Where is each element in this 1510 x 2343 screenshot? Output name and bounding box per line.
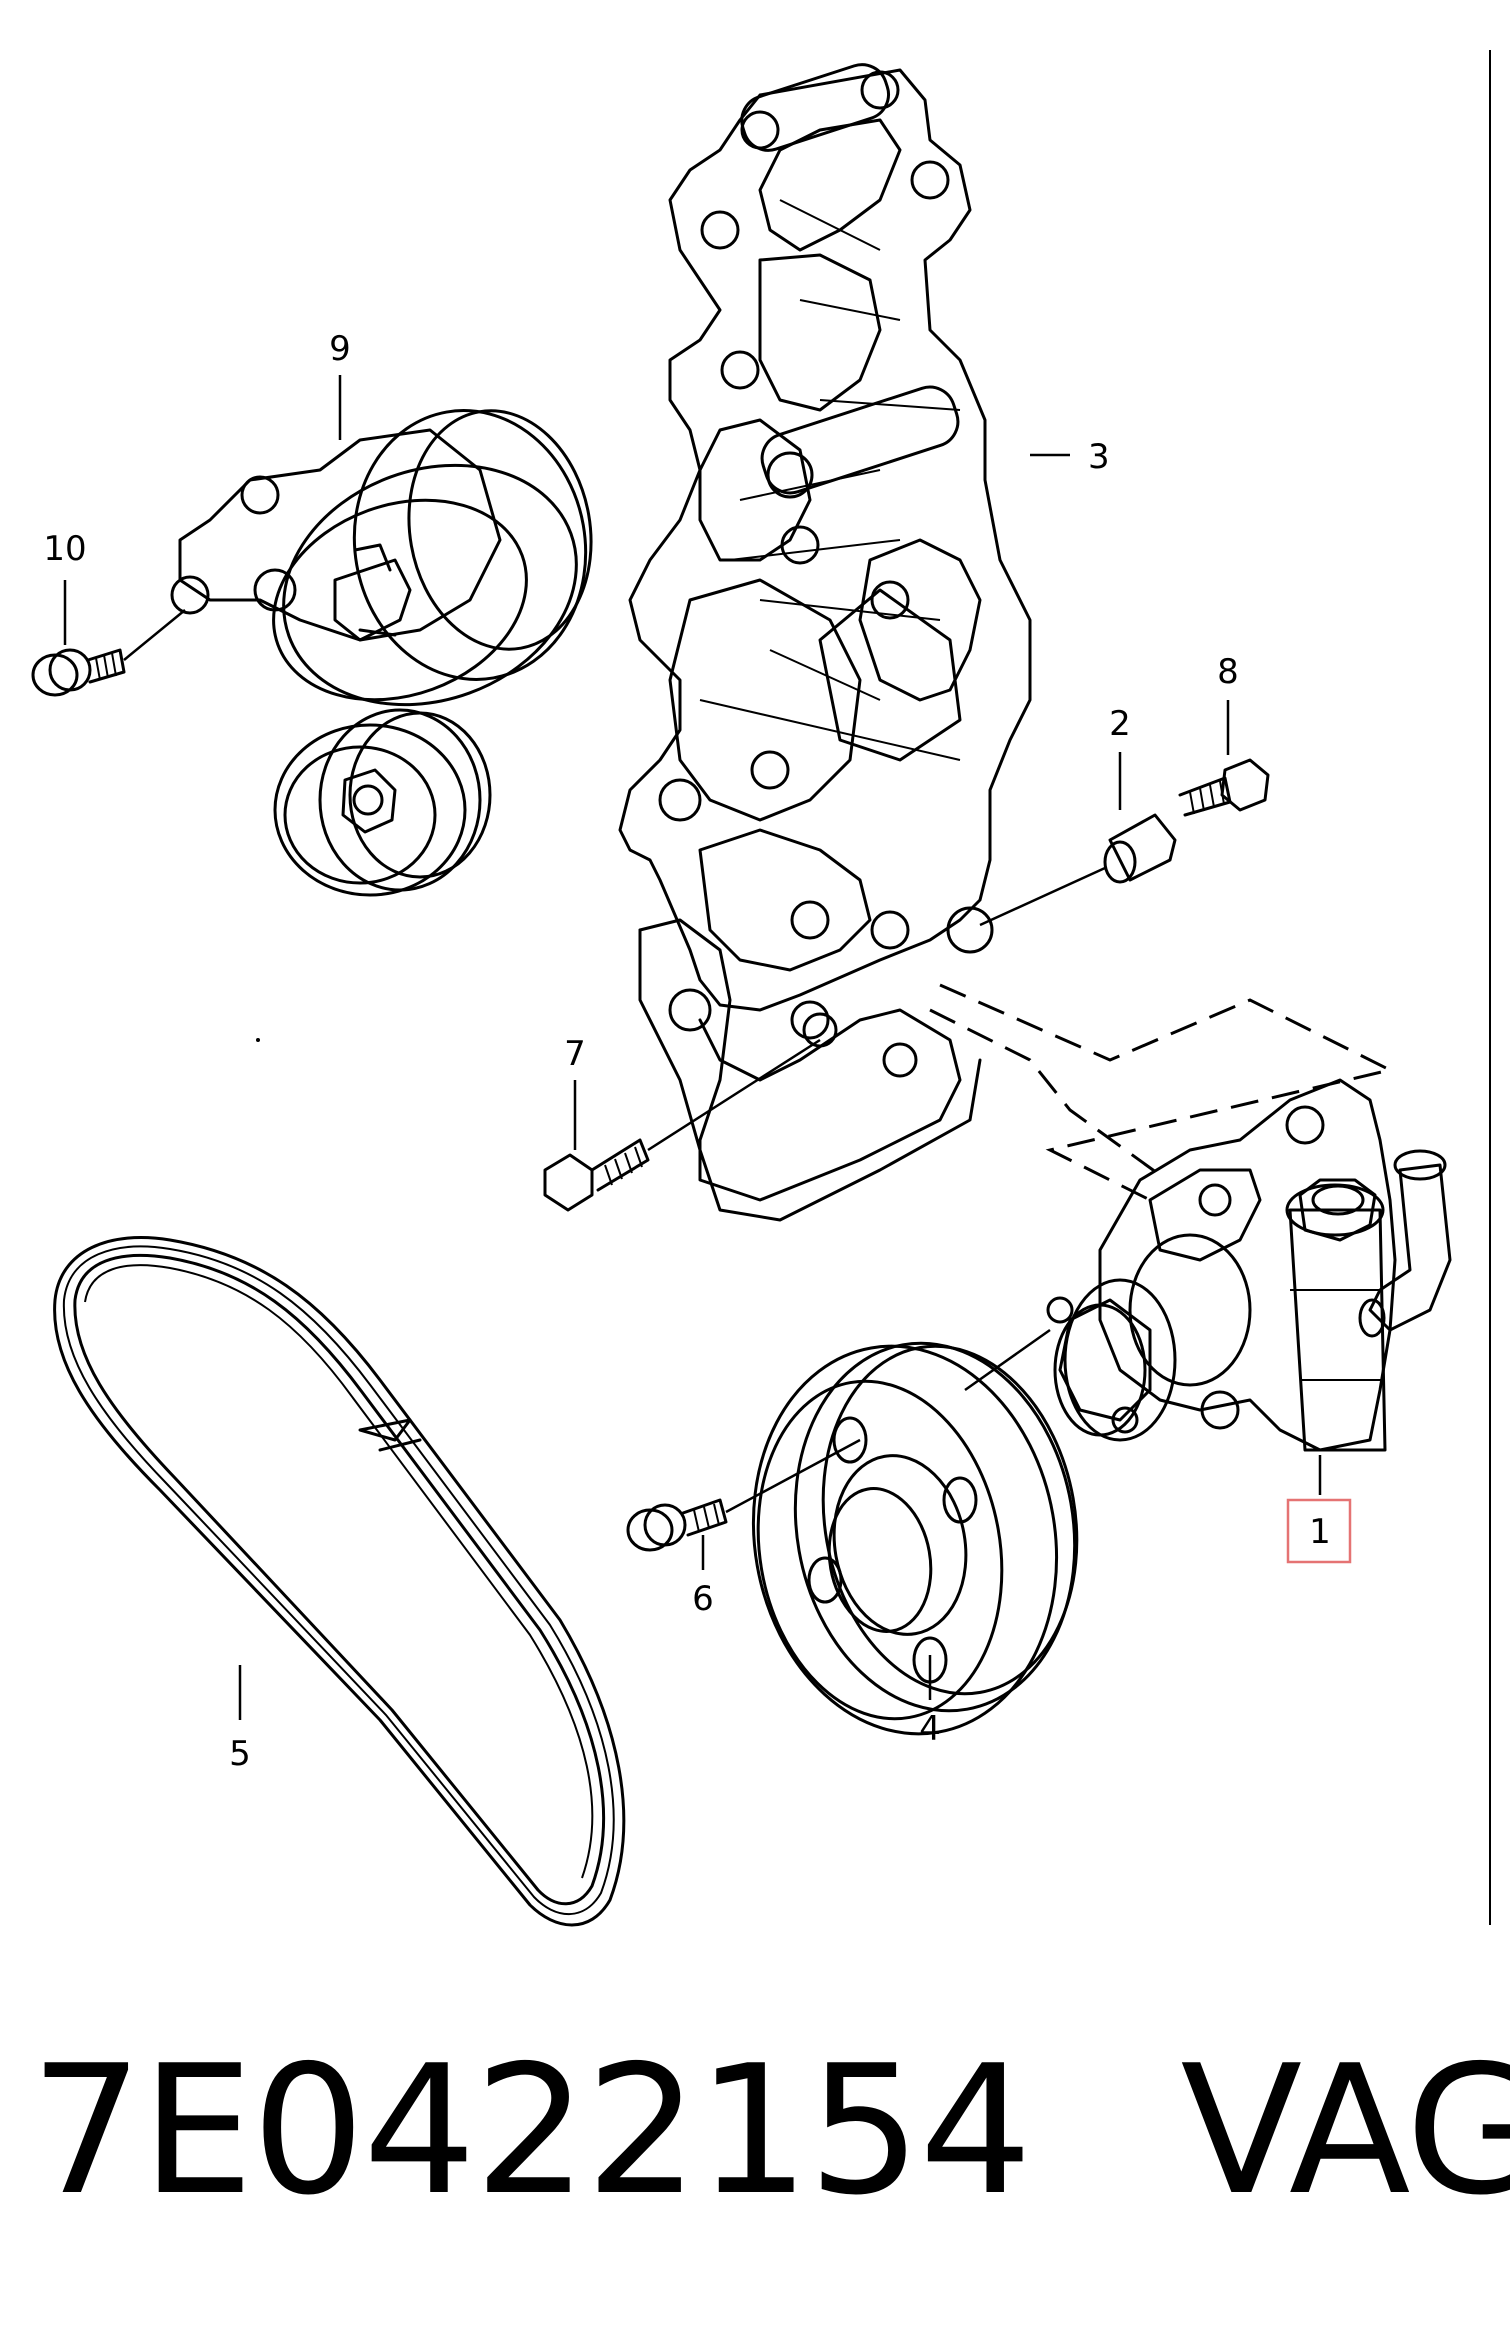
- bolt-6: [626, 1438, 861, 1552]
- stray-dot: [256, 1038, 260, 1042]
- callout-3: 3: [1088, 437, 1110, 477]
- bolt-8: [1178, 758, 1270, 817]
- callout-6: 6: [692, 1579, 714, 1619]
- highlighted-callout-box: [1286, 1498, 1352, 1564]
- part-number: 7E0422154: [30, 2026, 1032, 2234]
- callout-8: 8: [1217, 652, 1239, 692]
- caption: 7E0422154 VAG: [30, 2005, 1510, 2255]
- mounting-bracket: [618, 63, 1032, 1222]
- belt-tensioner: [170, 409, 593, 897]
- alignment-dashed-lines: [929, 983, 1395, 1202]
- callout-5: 5: [229, 1734, 251, 1774]
- callout-1: 1: [1309, 1512, 1331, 1552]
- callout-4: 4: [919, 1709, 941, 1749]
- callout-10: 10: [43, 529, 86, 569]
- spacer-sleeve: [979, 813, 1177, 927]
- callout-9: 9: [329, 329, 351, 369]
- callout-2: 2: [1109, 704, 1131, 744]
- parts-exploded-diagram: 9 10 3 2 8 7 1 6 5 4: [31, 50, 1491, 1927]
- poly-v-belt: [53, 1236, 626, 1927]
- pump-pulley: [751, 1341, 1079, 1736]
- bolt-10: [31, 609, 186, 697]
- callout-7: 7: [564, 1034, 586, 1074]
- brand-name: VAG: [1180, 2026, 1510, 2234]
- callout-leaders: [63, 375, 1322, 1700]
- power-steering-pump: [964, 1078, 1452, 1452]
- bolt-7: [543, 1038, 821, 1212]
